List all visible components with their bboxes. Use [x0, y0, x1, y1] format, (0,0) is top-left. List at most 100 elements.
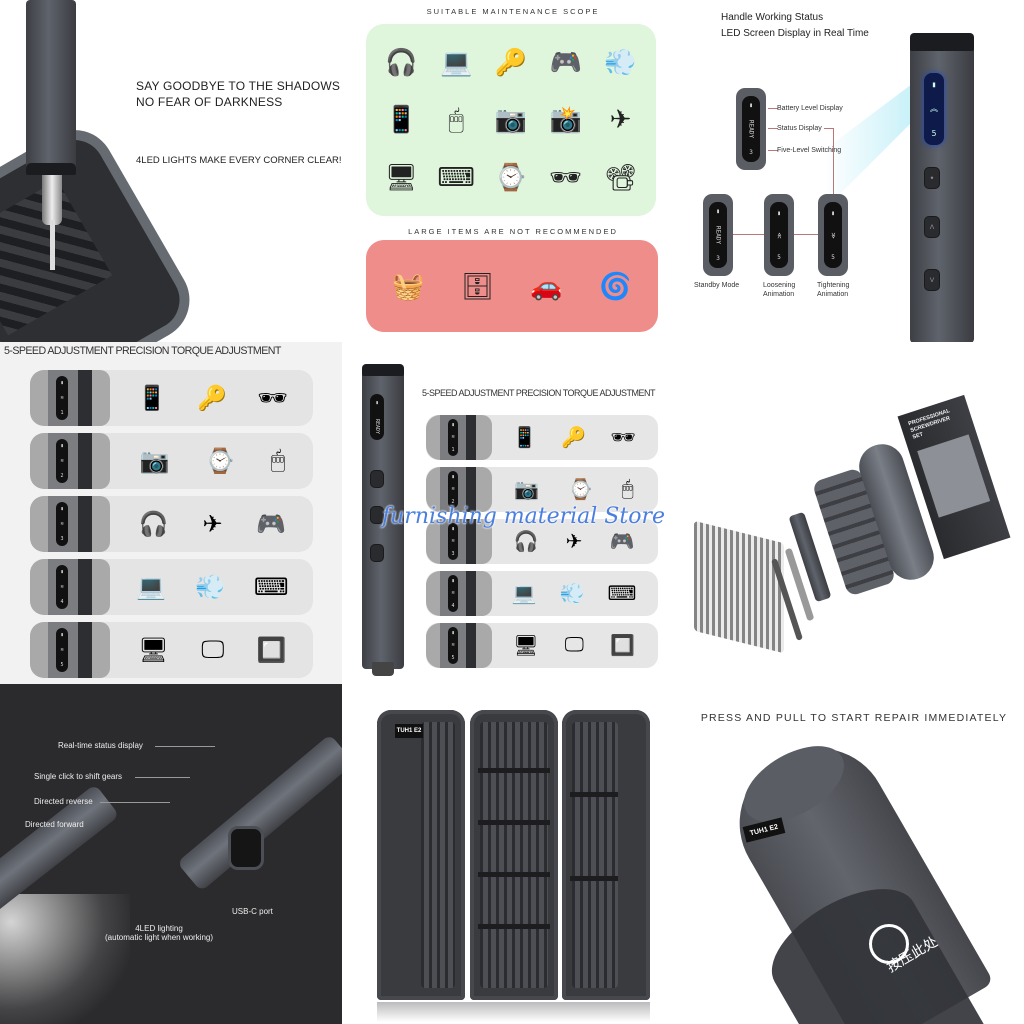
- device-icon: 📷: [514, 479, 540, 501]
- cabinet-icon: 🗄: [460, 270, 494, 301]
- suitable-items-box: 🎧💻🔑🎮💨📱🖱📷📸✈🖥⌨⌚🕶📽: [366, 24, 656, 216]
- store-watermark: furnishing material Store: [382, 504, 666, 529]
- device-icon: 🎮: [609, 531, 635, 553]
- heading: PRESS AND PULL TO START REPAIR IMMEDIATE…: [700, 712, 1008, 724]
- panel-press-and-pull[interactable]: PRESS AND PULL TO START REPAIR IMMEDIATE…: [684, 684, 1024, 1024]
- device-icon: 💻: [511, 583, 537, 605]
- pen-screen: ▮≋4: [448, 575, 458, 612]
- forward-button: [370, 544, 384, 562]
- label-shift-gears: Single click to shift gears: [34, 772, 123, 781]
- not-recommended-title: LARGE ITEMS ARE NOT RECOMMENDED: [408, 227, 618, 236]
- pen-screen: ▮≋4: [56, 565, 68, 609]
- device-icon: 🔑: [197, 384, 228, 412]
- gear-row-5: ▮≋5🖥🖵🔲: [30, 622, 313, 678]
- pen-grip-image: ▮≋5: [426, 623, 492, 668]
- panel-pen-features[interactable]: Real-time status display Single click to…: [0, 684, 342, 1024]
- gear-number: 4: [60, 598, 64, 605]
- device-icon: ⌨: [607, 583, 637, 605]
- panel-led-screen-status[interactable]: Handle Working Status LED Screen Display…: [684, 0, 1024, 342]
- suitable-scope-title: SUITABLE MAINTENANCE SCOPE: [426, 7, 600, 16]
- pen-grip-image: ▮≋3: [30, 496, 110, 552]
- reverse-button: ˄: [924, 216, 940, 238]
- device-icon: 🖱: [270, 447, 286, 474]
- screwdriver-pen-image: ▮︽5 • ˄ ˅: [910, 33, 974, 342]
- label-usb-c: USB-C port: [232, 907, 273, 916]
- device-icon: ⌚: [205, 447, 236, 475]
- gear-row-3: ▮≋3🎧✈🎮: [30, 496, 313, 552]
- film-camera-icon: 📸: [549, 104, 582, 135]
- keyboard-icon: ⌨: [437, 161, 475, 192]
- gear-number: 5: [451, 654, 455, 661]
- panel-torque-adjustment[interactable]: 5-SPEED ADJUSTMENT PRECISION TORQUE ADJU…: [0, 342, 342, 684]
- gear-button: [370, 470, 384, 488]
- pen-screen: ▮≋5: [448, 627, 458, 664]
- screwdriver-pen-image: ▮READY: [362, 364, 404, 669]
- gear-row-4: ▮≋4💻💨⌨: [426, 571, 658, 616]
- gear-row-3: ▮≋3🎧✈🎮: [426, 519, 658, 564]
- device-icon: 🕶: [257, 384, 288, 412]
- headline: SAY GOODBYE TO THE SHADOWS NO FEAR OF DA…: [136, 79, 341, 109]
- storage-tower-right: [562, 710, 650, 1000]
- label-led-lighting: 4LED lighting (automatic light when work…: [105, 924, 214, 942]
- standing-fan-icon: 🌀: [599, 270, 632, 301]
- torque-title: 5-SPEED ADJUSTMENT PRECISION TORQUE ADJU…: [422, 388, 656, 398]
- gear-number: 3: [60, 535, 64, 542]
- smartphone-icon: 📱: [385, 104, 418, 135]
- projector-icon: 📽: [604, 161, 638, 192]
- pen-screen: ▮≋3: [448, 523, 458, 560]
- gear-row-2: ▮≋2 📷 ⌚ 🖱: [30, 433, 313, 489]
- device-icon: ⌚: [567, 479, 593, 501]
- pen-grip-image: ▮≋5: [30, 622, 110, 678]
- large-items-box: 🧺🗄🚗🌀: [366, 240, 658, 332]
- panel-maintenance-scope[interactable]: SUITABLE MAINTENANCE SCOPE 🎧💻🔑🎮💨📱🖱📷📸✈🖥⌨⌚…: [342, 0, 684, 342]
- gear-number: 2: [60, 472, 64, 479]
- pen-grip-image: ▮≋3: [426, 519, 492, 564]
- pen-grip-image: ▮≋1: [30, 370, 110, 426]
- pen-grip-image: ▮≋4: [426, 571, 492, 616]
- gear-row-1: ▮≋1📱🔑🕶: [426, 415, 658, 460]
- device-icon: ✈: [202, 510, 223, 538]
- pen-grip-image: ▮≋2: [30, 433, 110, 489]
- device-icon: ✈: [565, 531, 583, 553]
- gear-row-4: ▮≋4💻💨⌨: [30, 559, 313, 615]
- device-icon: 💻: [136, 573, 167, 601]
- device-icon: 🔲: [256, 636, 287, 664]
- subline: 4LED LIGHTS MAKE EVERY CORNER CLEAR!: [136, 155, 342, 166]
- press-hand-icon: [869, 924, 909, 964]
- forward-button: ˅: [924, 269, 940, 291]
- mouse-icon: 🖱: [448, 103, 464, 134]
- storage-tower-left: TUH1 E2: [377, 710, 465, 1000]
- sunglasses-icon: 🕶: [549, 161, 583, 192]
- gear-number: 1: [60, 409, 64, 416]
- game-controller-icon: 🎮: [549, 47, 582, 78]
- pen-screen: ▮≋1: [56, 376, 68, 420]
- gear-button: •: [924, 167, 940, 189]
- panel-torque-adjustment-watermarked[interactable]: ▮READY 5-SPEED ADJUSTMENT PRECISION TORQ…: [342, 342, 684, 684]
- hair-dryer-icon: 💨: [604, 47, 637, 78]
- wristwatch-icon: ⌚: [494, 161, 528, 192]
- gear-number: 4: [451, 602, 455, 609]
- pen-grip-image: ▮≋2: [426, 467, 492, 512]
- label-status-display: Real-time status display: [58, 741, 143, 750]
- device-icon: 📷: [139, 447, 170, 475]
- panel-bit-storage-towers[interactable]: TUH1 E2: [342, 684, 684, 1024]
- gear-number: 5: [60, 661, 64, 668]
- car-icon: 🚗: [530, 270, 563, 301]
- pen-screen: ▮≋2: [56, 439, 68, 483]
- panel-kit-contents[interactable]: PROFESSIONAL SCREWDRIVER SET: [684, 342, 1024, 684]
- callout-battery: Battery Level Display: [777, 105, 843, 112]
- car-key-icon: 🔑: [494, 47, 528, 78]
- screen-diagram-loosening: ▮≪5: [764, 194, 794, 276]
- device-icon: 🎮: [256, 510, 287, 538]
- led-beam-image: [50, 220, 55, 270]
- label-reverse: Directed reverse: [34, 797, 93, 806]
- gear-number: 3: [451, 550, 455, 557]
- label-forward: Directed forward: [25, 820, 84, 829]
- panel-led-lighting[interactable]: SAY GOODBYE TO THE SHADOWS NO FEAR OF DA…: [0, 0, 342, 342]
- gear-number: 2: [451, 498, 455, 505]
- pen-grip-image: ▮≋4: [30, 559, 110, 615]
